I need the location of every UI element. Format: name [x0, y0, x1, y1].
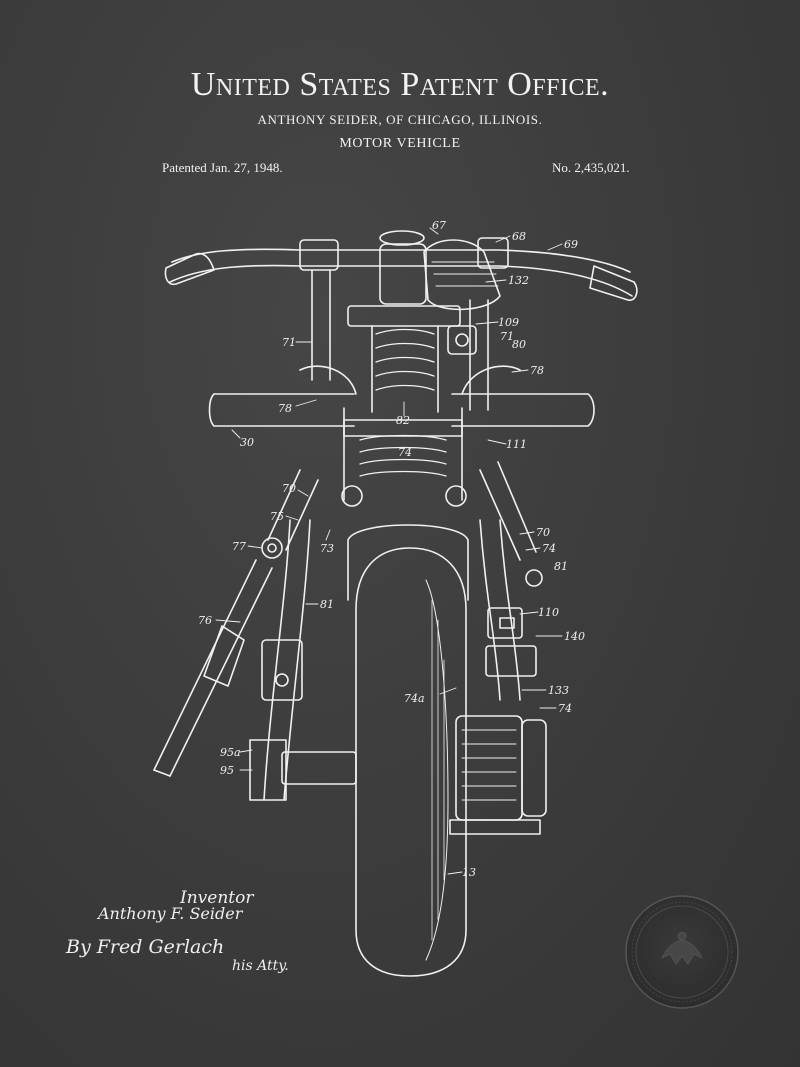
- signature-inventor-name: Anthony F. Seider: [98, 904, 243, 923]
- patent-number: No. 2,435,021.: [552, 160, 630, 175]
- ref-77: 77: [232, 540, 246, 553]
- front-wheel: [347, 524, 469, 977]
- ref-74-lower: 74: [558, 702, 572, 715]
- patent-office-title: United States Patent Office.: [190, 66, 610, 103]
- ref-13: 13: [462, 866, 476, 879]
- ref-81-right: 81: [554, 560, 568, 573]
- inventor-line: ANTHONY SEIDER, OF CHICAGO, ILLINOIS.: [257, 112, 543, 127]
- ref-70-right: 70: [536, 526, 550, 539]
- ref-69: 69: [564, 238, 578, 251]
- ref-76: 76: [198, 614, 212, 627]
- ref-95a: 95a: [220, 746, 241, 759]
- ref-80: 80: [512, 338, 526, 351]
- ref-132: 132: [508, 274, 529, 287]
- ref-82: 82: [396, 414, 410, 427]
- frame-tubes: [267, 365, 537, 561]
- steering-head: [311, 269, 489, 413]
- ref-109: 109: [498, 316, 519, 329]
- handlebar: [164, 237, 638, 301]
- footboard-bar: [208, 393, 595, 427]
- signature-inventor-label: Inventor: [180, 888, 254, 908]
- ref-74-right: 74: [542, 542, 556, 555]
- stand-arm: [153, 559, 273, 777]
- ref-73: 73: [320, 542, 334, 555]
- ref-133: 133: [548, 684, 569, 697]
- ref-140: 140: [564, 630, 585, 643]
- ref-78-right: 78: [530, 364, 544, 377]
- embossed-seal-icon: [625, 895, 739, 1009]
- reference-numerals: 67 68 69 132 109 71 71 80 78 78 82 111 3…: [198, 219, 585, 879]
- signature-attorney-label: his Atty.: [232, 958, 289, 974]
- ref-70-left: 70: [282, 482, 296, 495]
- ref-78-left: 78: [278, 402, 292, 415]
- ref-71-left: 71: [282, 336, 296, 349]
- ref-75: 75: [270, 510, 284, 523]
- ref-74a: 74a: [404, 692, 425, 705]
- invention-subject: MOTOR VEHICLE: [339, 136, 461, 151]
- ref-67: 67: [432, 219, 446, 232]
- ref-95: 95: [220, 764, 234, 777]
- ref-110: 110: [538, 606, 559, 619]
- ref-74-top: 74: [398, 446, 412, 459]
- headlamp: [379, 230, 501, 311]
- ref-71-right: 71: [500, 330, 514, 343]
- patent-date: Patented Jan. 27, 1948.: [162, 160, 283, 175]
- ref-68: 68: [512, 230, 526, 243]
- ref-30: 30: [240, 436, 254, 449]
- side-motor-unit: [449, 607, 547, 835]
- signature-by-attorney: By Fred Gerlach: [66, 936, 225, 958]
- ref-81-left: 81: [320, 598, 334, 611]
- ref-111: 111: [506, 438, 527, 451]
